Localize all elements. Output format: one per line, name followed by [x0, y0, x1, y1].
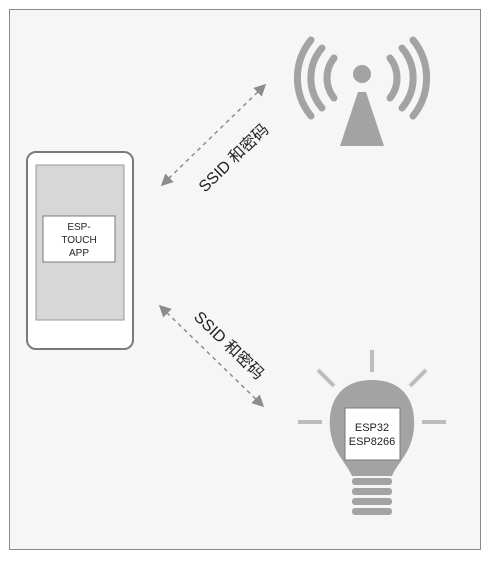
wifi-router-icon [294, 36, 430, 146]
chip-label-line1: ESP32 [355, 422, 389, 434]
chip-label-box [344, 407, 401, 461]
app-label-line1: ESP- [67, 222, 90, 233]
chip-label-line2: ESP8266 [349, 436, 395, 448]
smartphone-icon: ESP- TOUCH APP [26, 151, 134, 350]
upper-link-label: SSID 和密码 [195, 121, 272, 196]
app-label-line3: APP [69, 248, 89, 259]
app-label-line2: TOUCH [61, 235, 96, 246]
light-bulb-icon: ESP32 ESP8266 [298, 350, 446, 515]
app-label-box [42, 215, 116, 263]
